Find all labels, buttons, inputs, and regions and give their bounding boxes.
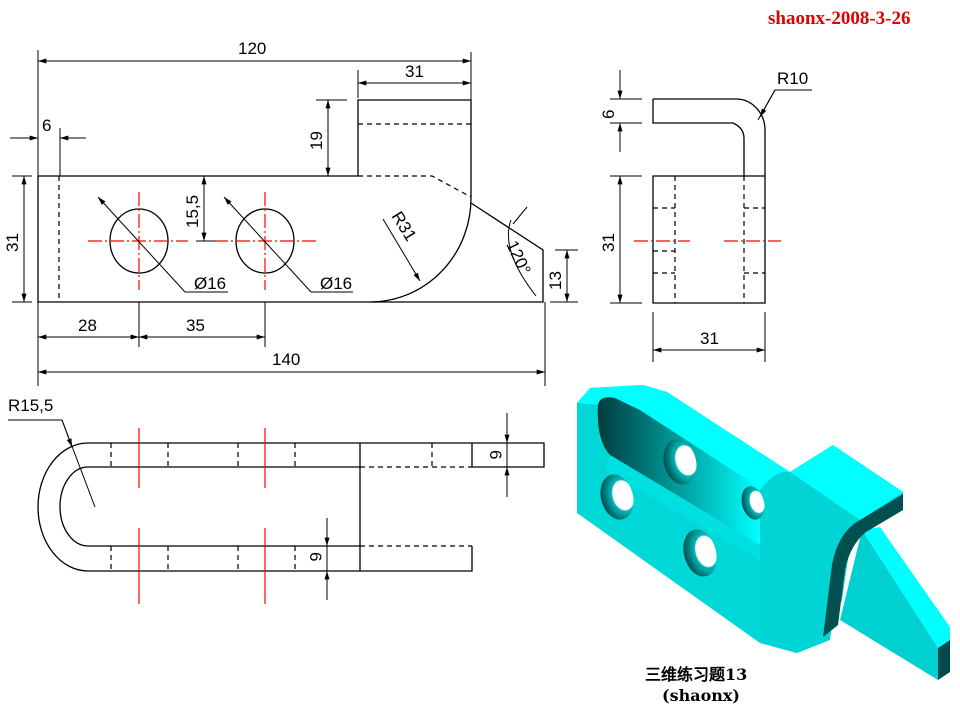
side-view: 6 R10 31 31 <box>599 69 812 362</box>
caption-author: (shaonx) <box>662 686 740 705</box>
caption-title: 三维练习题13 <box>645 665 747 684</box>
dim-35: 35 <box>186 316 205 335</box>
dim-r15-5: R15,5 <box>8 396 53 415</box>
isometric-model <box>577 385 950 680</box>
dim-side-31-height: 31 <box>599 233 618 252</box>
dim-19: 19 <box>307 131 326 150</box>
dim-r10: R10 <box>777 69 808 88</box>
dim-wall-6: 6 <box>42 116 51 135</box>
dim-120-deg: 120° <box>502 238 534 278</box>
dim-140: 140 <box>272 350 300 369</box>
dim-31-height: 31 <box>3 233 22 252</box>
dim-15-5: 15,5 <box>183 195 202 228</box>
dim-120: 120 <box>238 39 266 58</box>
dim-13: 13 <box>546 271 565 290</box>
dim-top-6-right: 6 <box>486 450 505 459</box>
dim-side-31-width: 31 <box>700 329 719 348</box>
dim-dia16-1: Ø16 <box>194 274 226 293</box>
front-view: 120 31 6 19 15,5 31 28 35 140 Ø16 Ø16 R3… <box>3 39 578 386</box>
dim-28: 28 <box>78 316 97 335</box>
dim-tab-31: 31 <box>405 62 424 81</box>
dim-side-6: 6 <box>599 110 618 119</box>
dim-r31: R31 <box>388 208 421 245</box>
drawing-title: shaonx-2008-3-26 <box>768 8 911 29</box>
dim-top-6-bottom: 6 <box>306 552 325 561</box>
top-view: R15,5 6 6 <box>8 396 545 604</box>
dim-dia16-2: Ø16 <box>320 274 352 293</box>
